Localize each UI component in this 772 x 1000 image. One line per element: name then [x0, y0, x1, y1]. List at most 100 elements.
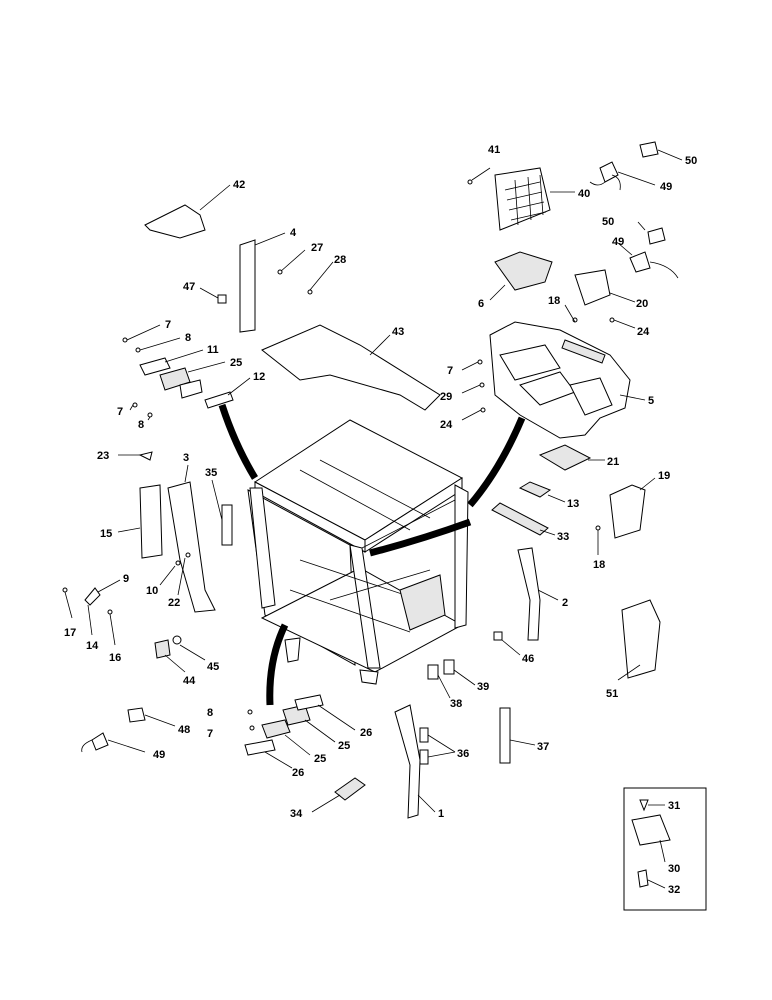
part-31-screw	[639, 799, 649, 812]
part-37-strip	[499, 707, 511, 764]
part-43-panel	[261, 324, 441, 411]
callout-38: 38	[450, 698, 462, 710]
inset-frame	[623, 787, 707, 911]
callout-27: 27	[311, 242, 323, 254]
callout-50-top: 50	[685, 155, 697, 167]
callout-26-upper: 26	[360, 727, 372, 739]
callout-36: 36	[457, 748, 469, 760]
link-arc-upper-left	[218, 403, 258, 480]
part-51-panel	[621, 599, 661, 679]
callout-20: 20	[636, 298, 648, 310]
callout-labels: 42 4 27 28 47 43 7 8 11 25 12 7 8 23 3 3…	[64, 144, 697, 896]
part-20-bin	[574, 269, 611, 306]
callout-1: 1	[438, 808, 444, 820]
part-49-lamp-top	[599, 161, 619, 183]
callout-31: 31	[668, 800, 680, 812]
callout-26-lower: 26	[292, 767, 304, 779]
callout-25-upper: 25	[230, 357, 242, 369]
part-49-lamp-mid	[629, 251, 651, 273]
callout-41: 41	[488, 144, 500, 156]
callout-43: 43	[392, 326, 404, 338]
callout-13: 13	[567, 498, 579, 510]
part-39	[443, 659, 455, 675]
part-36-b	[419, 749, 429, 765]
part-4-post	[239, 239, 256, 333]
part-50-lamp-top	[639, 141, 659, 158]
callout-49-mid: 49	[612, 236, 624, 248]
cab-pillar-rear-right	[454, 484, 469, 629]
part-32-bolt	[637, 869, 649, 888]
callout-8-lower: 8	[207, 707, 213, 719]
part-44	[154, 639, 171, 659]
callout-25-lower: 25	[314, 753, 326, 765]
callout-49-top: 49	[660, 181, 672, 193]
part-19-bracket	[609, 484, 646, 539]
part-34-pedal	[334, 777, 366, 801]
link-arc-upper-right	[467, 416, 526, 508]
part-25-block-lower	[261, 719, 291, 739]
cab-mount-left	[284, 637, 301, 663]
callout-6: 6	[478, 298, 484, 310]
cab-seat-base	[399, 574, 446, 631]
callout-23: 23	[97, 450, 109, 462]
link-arc-center	[369, 518, 472, 557]
part-42-panel	[144, 204, 206, 239]
callout-39: 39	[477, 681, 489, 693]
callout-48: 48	[178, 724, 190, 736]
part-50-lamp-mid	[647, 227, 666, 245]
part-30-bracket	[631, 814, 671, 846]
callout-8-upper-left: 8	[185, 332, 191, 344]
callout-50-mid: 50	[602, 216, 614, 228]
callout-15: 15	[100, 528, 112, 540]
part-47	[217, 294, 227, 304]
cab-mount-front	[359, 669, 379, 685]
callout-25-mid: 25	[338, 740, 350, 752]
callout-33: 33	[557, 531, 569, 543]
callout-44: 44	[183, 675, 196, 687]
part-6-cushion	[494, 251, 553, 291]
callout-9: 9	[123, 573, 129, 585]
part-3-trim	[167, 481, 216, 613]
callout-17: 17	[64, 627, 76, 639]
link-arc-lower-left	[266, 623, 289, 706]
callout-3: 3	[183, 452, 189, 464]
part-13	[518, 481, 552, 498]
part-2-trim	[517, 547, 541, 641]
callout-19: 19	[658, 470, 670, 482]
part-26-strip-upper	[294, 694, 324, 711]
callout-47: 47	[183, 281, 195, 293]
callout-45: 45	[207, 661, 219, 673]
callout-24-right: 24	[637, 326, 650, 338]
callout-12: 12	[253, 371, 265, 383]
part-12-strip	[204, 391, 234, 409]
part-15-panel	[139, 484, 163, 559]
callout-46: 46	[522, 653, 534, 665]
callout-49-lower: 49	[153, 749, 165, 761]
callout-51: 51	[606, 688, 618, 700]
part-46	[493, 631, 503, 641]
callout-7-upper-left: 7	[165, 319, 171, 331]
cab-frame	[247, 419, 469, 685]
callout-35: 35	[205, 467, 217, 479]
callout-34: 34	[290, 808, 303, 820]
callout-32: 32	[668, 884, 680, 896]
part-38	[427, 664, 439, 680]
callout-14: 14	[86, 640, 99, 652]
callout-7-left: 7	[117, 406, 123, 418]
part-49-lamp-lower	[91, 732, 109, 751]
callout-11: 11	[207, 344, 219, 356]
callout-7-lower: 7	[207, 728, 213, 740]
part-21-mat	[538, 444, 592, 471]
callout-10: 10	[146, 585, 158, 597]
callout-21: 21	[607, 456, 619, 468]
part-9-clip	[84, 587, 101, 606]
callout-5: 5	[648, 395, 654, 407]
callout-2: 2	[562, 597, 568, 609]
callout-7-console: 7	[447, 365, 453, 377]
callout-40: 40	[578, 188, 590, 200]
callout-24-left: 24	[440, 419, 453, 431]
callout-30: 30	[668, 863, 680, 875]
part-35-strip	[221, 504, 233, 546]
callout-4: 4	[290, 227, 297, 239]
